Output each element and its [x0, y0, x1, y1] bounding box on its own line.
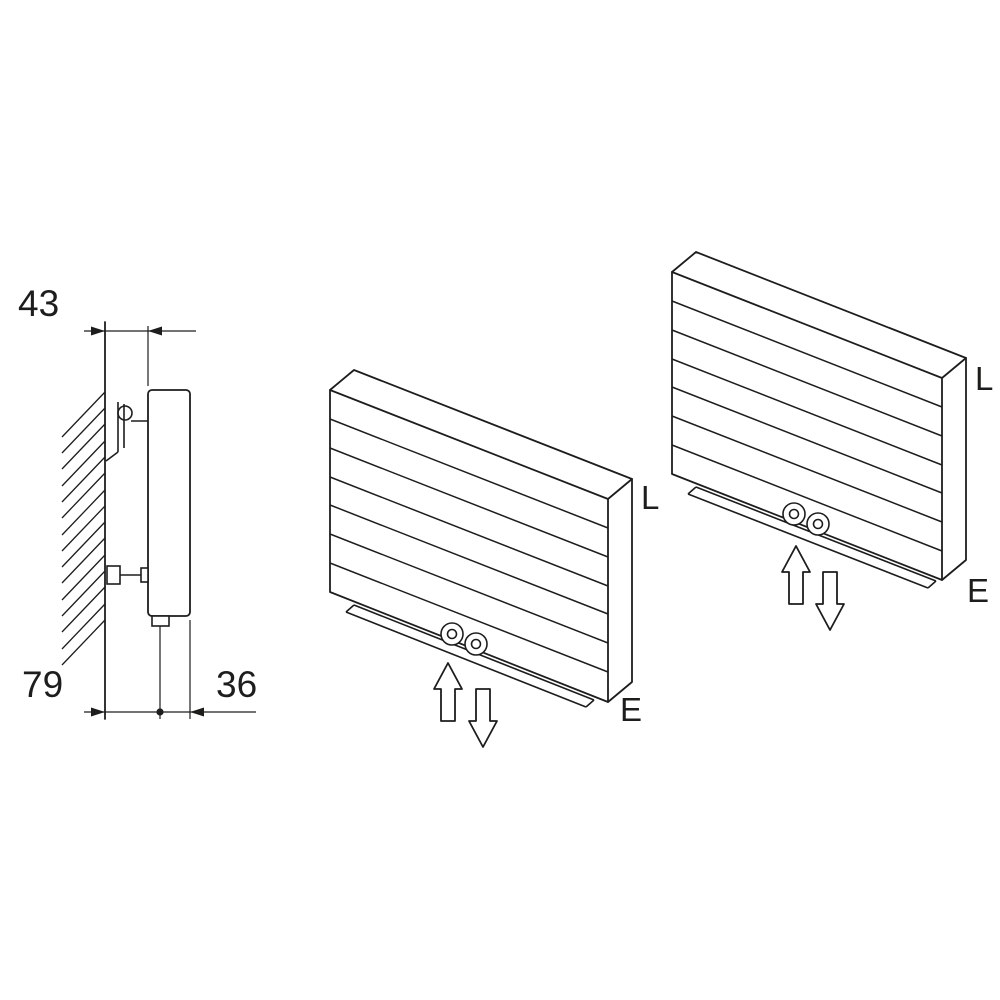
valve-connector-inner — [812, 518, 824, 530]
valve-connector — [440, 622, 464, 646]
bracket-hook — [117, 405, 133, 421]
dim-value-bottom-left: 79 — [22, 664, 63, 705]
dim-arrow — [148, 326, 162, 336]
valve-connector — [464, 632, 488, 656]
dimension-bottom: 79 36 — [22, 620, 257, 719]
dim-value-top: 43 — [18, 283, 59, 324]
airflow-up-arrow — [781, 545, 811, 605]
dim-value-bottom-right: 36 — [216, 664, 257, 705]
unit-edges — [329, 389, 633, 703]
side-view: 43 79 36 — [18, 283, 257, 720]
radiator-iso-low: L E — [329, 369, 659, 748]
valve-connector — [782, 502, 806, 526]
connection-stub — [151, 615, 170, 627]
dim-arrow — [190, 707, 204, 717]
dim-arrow — [91, 707, 105, 717]
radiator-iso-high: L E — [671, 251, 993, 631]
port-label-e: E — [967, 572, 989, 609]
wall-bracket-top — [105, 402, 148, 462]
front-slats — [329, 418, 609, 673]
port-label-e: E — [620, 691, 642, 728]
valve-connector — [806, 512, 830, 536]
port-label-l: L — [975, 360, 993, 397]
unit-edges — [671, 271, 967, 581]
port-label-l: L — [641, 479, 659, 516]
wall-bracket-bottom — [106, 565, 149, 585]
wall-hatching — [61, 391, 106, 666]
bracket-plate — [140, 567, 149, 583]
bracket-foot — [105, 451, 119, 462]
valve-connector-inner — [470, 638, 482, 650]
bottom-connection-rail — [687, 486, 937, 589]
valve-connector-inner — [446, 628, 458, 640]
airflow-down-arrow — [468, 688, 498, 748]
valve-connector-inner — [788, 508, 800, 520]
bracket-block — [106, 565, 121, 585]
front-slats — [671, 300, 943, 552]
radiator-side-profile — [147, 389, 191, 617]
bottom-connection-rail — [345, 604, 595, 708]
dim-arrow — [91, 326, 105, 336]
dimension-top: 43 — [18, 283, 196, 386]
airflow-down-arrow — [815, 571, 845, 631]
dim-chain-dot — [156, 708, 164, 716]
airflow-up-arrow — [433, 662, 463, 722]
